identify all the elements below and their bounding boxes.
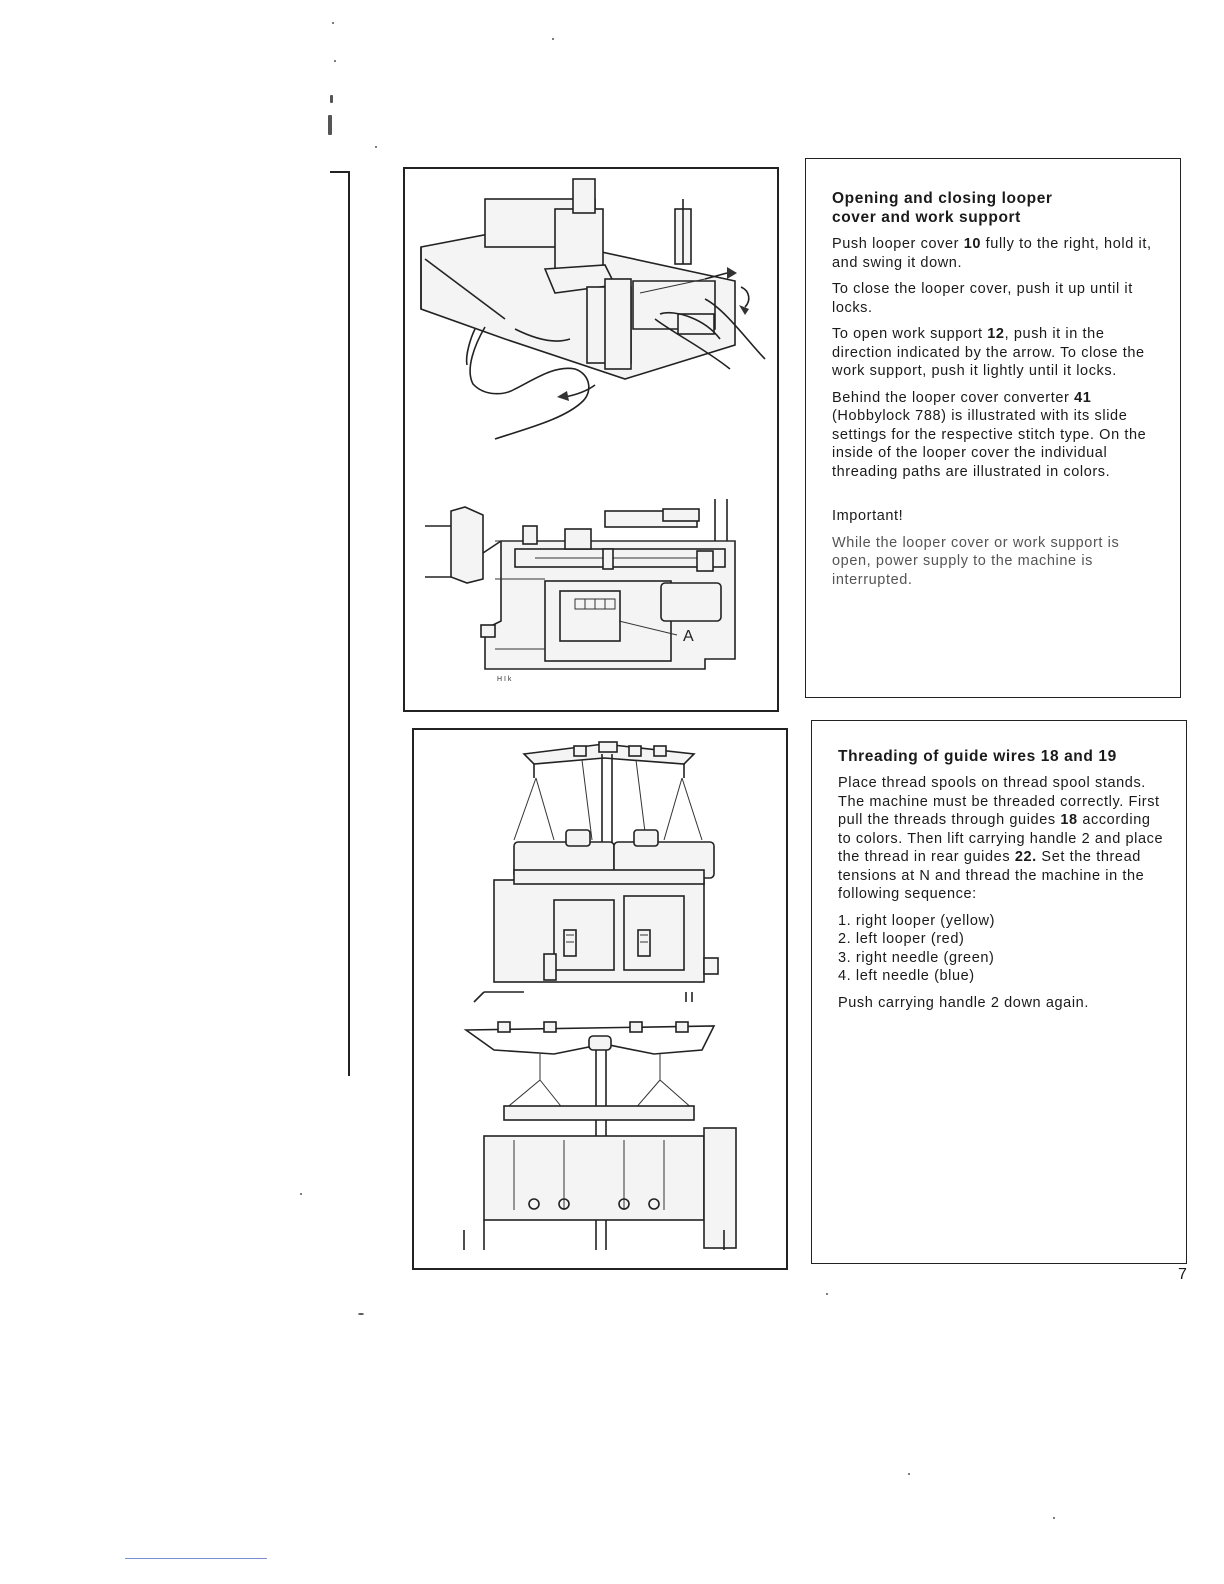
- scan-speck: [328, 115, 332, 135]
- list-item: 2. left looper (red): [838, 931, 965, 947]
- scan-speck: [826, 1293, 828, 1295]
- scan-speck: [1053, 1517, 1055, 1519]
- fig1-label-a: A: [683, 628, 694, 645]
- paragraph-close-cover: To close the looper cover, push it up un…: [832, 281, 1133, 316]
- section-heading: Opening and closing looper cover and wor…: [832, 190, 1053, 226]
- part-number: 22.: [1014, 849, 1037, 865]
- text: (Hobbylock 788) is illustrated with its …: [832, 408, 1147, 480]
- text: Place thread spools on thread spool stan…: [838, 775, 1160, 828]
- text: Behind the looper cover converter: [832, 389, 1075, 406]
- paragraph-push-handle: Push carrying handle 2 down again.: [838, 994, 1089, 1011]
- list-item: 3. right needle (green): [838, 949, 995, 966]
- text: To open work support: [832, 326, 988, 342]
- threading-sequence-list: 1. right looper (yellow) 2. left looper …: [838, 912, 1168, 986]
- scan-speck: [358, 1313, 364, 1315]
- section-guide-wires: Threading of guide wires 18 and 19 Place…: [811, 720, 1187, 1264]
- margin-rule-top: [330, 171, 348, 173]
- page-number: 7: [1178, 1266, 1187, 1283]
- paragraph-work-support: To open work support 12, push it in the …: [832, 325, 1162, 381]
- part-number: 10: [963, 236, 982, 252]
- text: fully to the right, hold it, and swing i…: [832, 236, 1152, 271]
- scan-speck: [330, 95, 333, 103]
- scan-speck: [334, 60, 336, 62]
- text: according to colors. Then lift carrying …: [838, 812, 1164, 865]
- part-number: 12: [987, 326, 1005, 342]
- looper-cover-illustration: A H I k: [420, 178, 766, 683]
- part-number: 41: [1074, 389, 1092, 406]
- scan-speck: [332, 22, 334, 24]
- important-heading: Important!: [832, 508, 904, 524]
- text: Set the thread tensions at N and thread …: [838, 849, 1145, 902]
- section-looper-cover: Opening and closing looper cover and wor…: [805, 158, 1181, 698]
- scan-speck: [908, 1473, 910, 1475]
- scan-speck: [375, 146, 377, 148]
- paragraph-push-cover: Push looper cover 10 fully to the right,…: [832, 235, 1162, 272]
- scan-speck: [552, 38, 554, 40]
- scan-speck: [125, 1558, 267, 1559]
- margin-rule-vertical: [348, 171, 350, 1076]
- list-item: 1. right looper (yellow): [838, 912, 996, 929]
- important-text: While the looper cover or work support i…: [832, 534, 1120, 588]
- paragraph-converter: Behind the looper cover converter 41 (Ho…: [832, 389, 1162, 482]
- figure-looper-cover: A H I k: [403, 167, 779, 712]
- section-heading: Threading of guide wires 18 and 19: [838, 748, 1117, 765]
- paragraph-threading: Place thread spools on thread spool stan…: [838, 774, 1168, 904]
- fig1-tiny-text: H I k: [497, 676, 512, 683]
- scan-speck: [300, 1193, 302, 1195]
- list-item: 4. left needle (blue): [838, 968, 975, 984]
- guide-wires-illustration: [463, 741, 737, 1250]
- text: , push it in the direction indicated by …: [832, 326, 1145, 379]
- figure-guide-wires: [412, 728, 788, 1270]
- text: Push looper cover: [832, 236, 964, 252]
- part-number: 18: [1060, 812, 1078, 828]
